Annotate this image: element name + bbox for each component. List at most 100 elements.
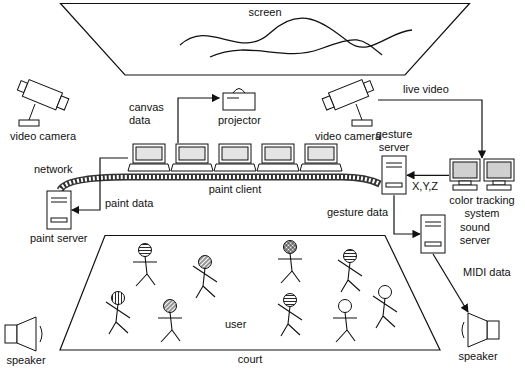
icon-part: [386, 183, 402, 187]
icon-part: [262, 144, 294, 163]
device-icon: [381, 155, 407, 195]
device-icon: [219, 84, 259, 112]
icon-part: [305, 144, 337, 163]
icon-part: [386, 163, 402, 167]
device-icon: [318, 80, 378, 128]
icon-part: [459, 181, 471, 185]
node-label: speaker: [458, 350, 497, 363]
device-icon: [4, 316, 48, 352]
figure-body: [333, 312, 357, 342]
icon-part: [223, 93, 255, 110]
icon-part: [484, 159, 514, 181]
icon-part: [453, 162, 477, 178]
icon-part: [453, 185, 477, 190]
icon-part: [214, 164, 256, 171]
figure-head: [339, 300, 352, 313]
figure-head: [379, 286, 392, 299]
icon-part: [233, 89, 245, 94]
flow-label: X,Y,Z: [411, 180, 439, 193]
icon-part: [468, 313, 487, 347]
video-camera: video camera: [10, 80, 76, 143]
node-label: screen: [248, 6, 281, 19]
color-tracking-system: color tracking system: [443, 158, 521, 219]
data-flow-arrow: [433, 254, 468, 312]
paint-client: paint client: [128, 143, 342, 196]
icon-part: [421, 215, 445, 253]
figure-body: [338, 260, 362, 292]
node-label: video camera: [315, 130, 381, 143]
paint-server: paint server: [30, 190, 87, 245]
region-border: [60, 236, 440, 351]
stick-figure: [133, 244, 157, 287]
figure-body: [278, 253, 302, 283]
figure-head: [112, 292, 125, 305]
icon-part: [219, 144, 251, 163]
figure-head: [164, 300, 177, 313]
icon-part: [22, 80, 62, 110]
icon-part: [29, 104, 35, 120]
figure-body: [133, 256, 157, 286]
icon-part: [487, 185, 511, 190]
speaker: speaker: [4, 316, 48, 367]
region-outline: [25, 235, 465, 369]
figure-body: [158, 312, 182, 342]
projected-drawing: [210, 40, 382, 57]
flow-label: gesture data: [326, 206, 389, 219]
node-label: video camera: [10, 130, 76, 143]
projector: projector: [218, 84, 261, 127]
icon-part: [352, 120, 372, 126]
icon-part: [17, 317, 36, 351]
icon-part: [5, 325, 17, 343]
icon-part: [462, 322, 464, 338]
icon-part: [329, 80, 369, 110]
data-flow-arrow: [407, 175, 449, 176]
device-icon: [449, 158, 515, 192]
data-flow-arrow: [178, 98, 219, 143]
device-icon: [128, 143, 342, 173]
icon-part: [19, 120, 39, 126]
node-label: speaker: [6, 354, 45, 367]
stick-figure: [193, 256, 217, 299]
data-flow-arrow: [394, 195, 420, 234]
icon-part: [450, 159, 480, 181]
figure-body: [278, 304, 302, 336]
device-icon: [456, 312, 500, 348]
speaker: speaker: [456, 312, 500, 363]
device-icon: [13, 80, 73, 128]
figure-head: [139, 244, 152, 257]
stick-figure: [373, 286, 397, 329]
icon-part: [133, 144, 165, 163]
flow-label: paint data: [104, 197, 154, 210]
flow-label: live video: [402, 83, 450, 96]
figure-body: [193, 266, 217, 298]
icon-part: [227, 98, 239, 99]
node-label: paint client: [209, 183, 262, 196]
node-label: projector: [218, 114, 261, 127]
icon-part: [51, 198, 67, 202]
figure-body: [106, 302, 130, 334]
icon-part: [382, 156, 406, 194]
figure-head: [284, 241, 297, 254]
icon-part: [425, 222, 441, 226]
device-icon: [46, 190, 72, 230]
figure-head: [284, 294, 297, 307]
figure-body: [373, 296, 397, 328]
stick-figures: [106, 241, 397, 343]
stick-figure: [333, 300, 357, 343]
node-label: sound server: [451, 221, 499, 246]
icon-part: [128, 164, 170, 171]
icon-part: [308, 147, 334, 160]
node-label: paint server: [30, 232, 87, 245]
icon-part: [265, 147, 291, 160]
stick-figure: [106, 292, 130, 335]
icon-part: [493, 181, 505, 185]
icon-part: [322, 96, 334, 110]
icon-part: [487, 162, 511, 178]
icon-part: [51, 218, 67, 222]
stick-figure: [278, 294, 302, 337]
icon-part: [487, 321, 499, 339]
projection-screen: screen: [60, 3, 470, 76]
stick-figure: [158, 300, 182, 343]
